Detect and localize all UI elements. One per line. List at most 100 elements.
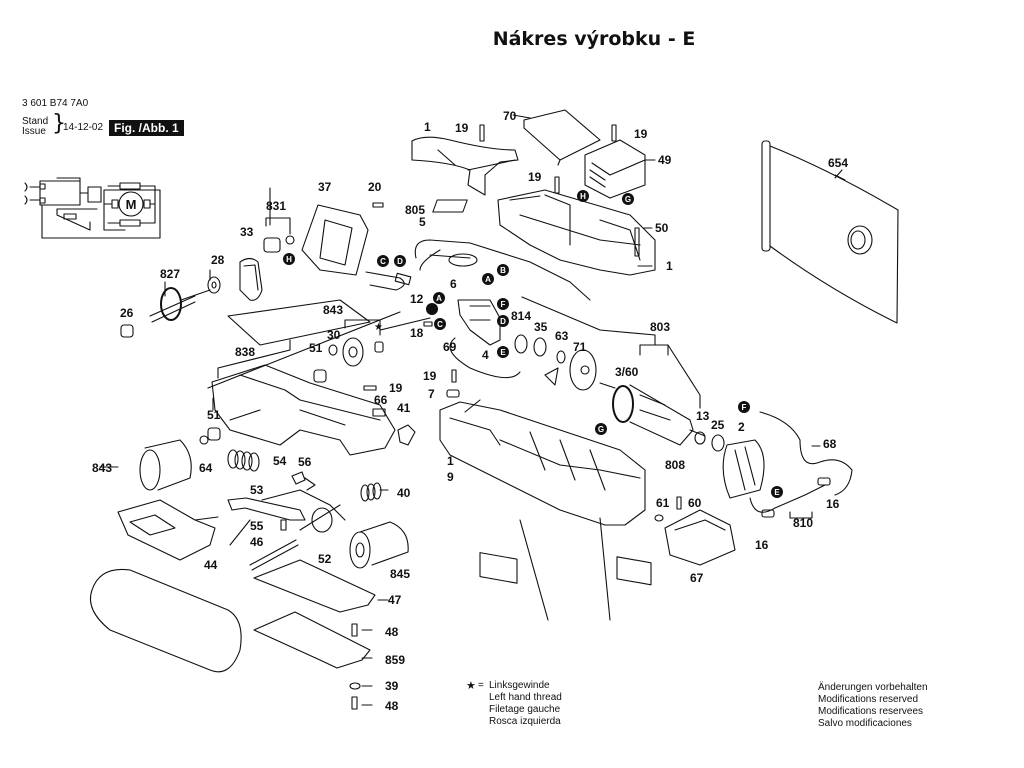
label-30: 30 [327, 328, 341, 342]
svg-text:G: G [598, 425, 604, 434]
part-nut-56 [291, 471, 306, 485]
label-51a: 51 [309, 341, 323, 355]
label-843a: 843 [323, 303, 343, 317]
part-switch-4 [457, 299, 501, 346]
svg-text:F: F [742, 403, 747, 412]
label-18: 18 [410, 326, 424, 340]
svg-text:C: C [380, 257, 386, 266]
part-gear-housing [211, 339, 396, 456]
part-ring-63 [556, 350, 566, 364]
part-cap [584, 139, 646, 199]
modifications-notice: Änderungen vorbehalten Modifications res… [818, 682, 928, 730]
mods-line-fr: Modifications reservees [818, 706, 924, 717]
svg-text:F: F [501, 300, 506, 309]
part-pin-46 [249, 539, 299, 571]
svg-text:H: H [286, 255, 292, 264]
label-13: 13 [696, 409, 710, 423]
svg-text:E: E [774, 488, 780, 497]
connector-blank [426, 303, 438, 315]
part-clip-7 [446, 389, 460, 398]
connector-d-1: D [394, 255, 406, 267]
label-51b: 51 [207, 408, 221, 422]
connector-b-1: B [497, 264, 509, 276]
part-switch-housing [432, 189, 656, 276]
label-67: 67 [690, 571, 704, 585]
label-5: 5 [419, 215, 426, 229]
part-screw-19a [479, 124, 485, 142]
label-1c: 1 [447, 454, 454, 468]
label-69: 69 [443, 340, 457, 354]
part-labels: 1 19 70 19 49 19 50 1 654 37 20 831 805 … [92, 109, 848, 713]
label-71: 71 [573, 340, 587, 354]
label-48b: 48 [385, 699, 399, 713]
part-plate-859 [253, 611, 371, 669]
label-654: 654 [828, 156, 848, 170]
label-33: 33 [240, 225, 254, 239]
label-16b: 16 [755, 538, 769, 552]
part-armature [599, 382, 706, 446]
part-bearing-28 [207, 276, 221, 294]
connector-h-1: H [283, 253, 295, 265]
label-1a: 1 [424, 120, 431, 134]
part-bushing-26 [120, 324, 134, 338]
label-19d: 19 [389, 381, 403, 395]
figure-badge: Fig. /Abb. 1 [109, 120, 184, 136]
part-screw-55 [280, 519, 287, 531]
label-37: 37 [318, 180, 332, 194]
part-bearing-814 [514, 334, 528, 354]
part-terminal-16a [817, 477, 831, 486]
label-859: 859 [385, 653, 405, 667]
motor-symbol-label: M [126, 197, 137, 212]
label-52: 52 [318, 552, 332, 566]
part-screw-48b [351, 696, 358, 710]
part-screw-19d [363, 385, 377, 391]
label-805: 805 [405, 203, 425, 217]
label-41: 41 [397, 401, 411, 415]
part-brush-holder [544, 367, 559, 386]
part-handle-cover [411, 136, 519, 196]
label-19a: 19 [455, 121, 469, 135]
label-838: 838 [235, 345, 255, 359]
label-19b: 19 [634, 127, 648, 141]
part-motor-housing [439, 401, 646, 526]
connector-f-2: F [738, 401, 750, 413]
label-2: 2 [738, 420, 745, 434]
part-screw-19c [554, 176, 560, 194]
bracket-810 [789, 511, 813, 519]
part-bearing-13 [694, 431, 706, 445]
svg-text:H: H [580, 192, 586, 201]
star-icon: ★ [466, 680, 476, 692]
label-61: 61 [656, 496, 670, 510]
label-50: 50 [655, 221, 669, 235]
part-bushing-51a [313, 369, 327, 383]
part-pulley-831 [263, 217, 295, 253]
part-roller-845 [349, 521, 409, 569]
connector-f-1: F [497, 298, 509, 310]
part-frame-44 [117, 499, 219, 561]
part-dust-bag [761, 140, 899, 324]
label-68: 68 [823, 437, 837, 451]
part-screw-50 [634, 227, 640, 257]
label-843b: 843 [92, 461, 112, 475]
svg-text:C: C [437, 320, 443, 329]
part-plate-47 [253, 559, 376, 613]
label-60: 60 [688, 496, 702, 510]
label-39: 39 [385, 679, 399, 693]
part-bearing-25 [711, 434, 725, 452]
label-35: 35 [534, 320, 548, 334]
label-40: 40 [397, 486, 411, 500]
svg-text:A: A [485, 275, 491, 284]
connector-a-2: A [433, 292, 445, 304]
part-bushing-51b [207, 427, 221, 441]
legend-line-de: Linksgewinde [489, 680, 550, 691]
part-screw-18 [423, 321, 433, 327]
left-hand-thread-star-icon: ★ [374, 322, 383, 333]
label-64: 64 [199, 461, 213, 475]
part-washer-64 [199, 435, 209, 445]
connector-g-2: G [595, 423, 607, 435]
label-7: 7 [428, 387, 435, 401]
part-nut-61 [654, 514, 664, 522]
label-53: 53 [250, 483, 264, 497]
svg-text:G: G [625, 195, 631, 204]
